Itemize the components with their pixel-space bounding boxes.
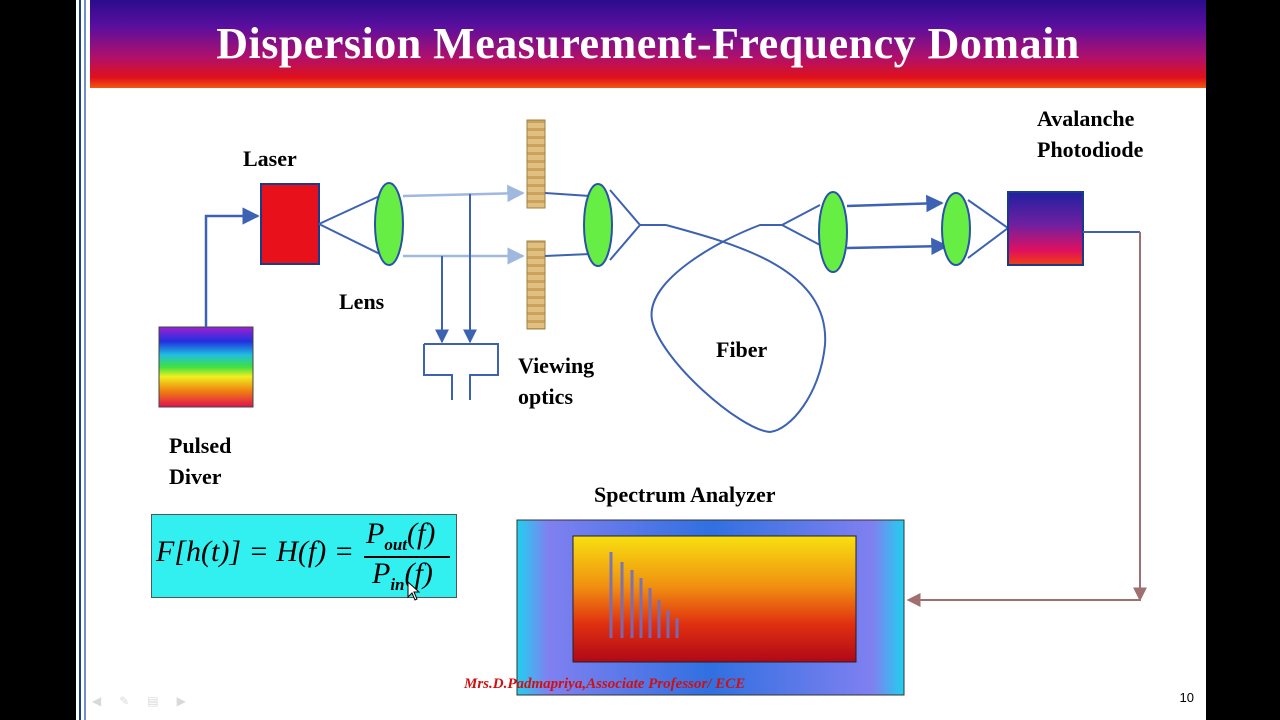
laser-beam-cone [318,193,385,257]
beam-lens3-to-lens4-bottom [846,237,949,256]
next-icon[interactable]: ▶ [176,694,186,708]
driver-to-laser-arrow [204,207,260,327]
laser-label: Laser [243,146,297,171]
prev-icon[interactable]: ◀ [92,694,102,708]
formula-numerator: Pout(f) [366,517,435,555]
lens-1 [374,182,404,266]
lens-2 [583,183,613,267]
beam-to-upper-slit [402,184,525,203]
slit-to-lens2 [544,192,591,257]
laser-block [260,183,320,265]
spectrum-analyzer-screen [572,535,857,663]
spectrum-lines [609,552,679,638]
lens-3 [818,191,848,273]
diagram [158,119,1147,696]
beam-lens3-to-lens4-top [846,194,944,213]
formula-denominator: Pin(f) [372,557,433,595]
denominator-base: P [372,557,391,590]
slit-lower [526,240,546,330]
spectrum-analyzer-label: Spectrum Analyzer [594,482,776,507]
lens3-cone [781,204,821,246]
fiber-loop [650,224,827,434]
slide-title: Dispersion Measurement-Frequency Domain [216,19,1080,68]
viewing-optics-box [423,343,499,400]
fraction-bar [364,556,450,558]
avalanche-photodiode-block [1007,191,1084,266]
title-bar: Dispersion Measurement-Frequency Domain [90,0,1206,88]
lens2-cone [609,189,666,261]
transfer-function-formula: F[h(t)] = H(f) = Pout(f) Pin(f) [151,514,457,601]
numerator-arg: (f) [407,517,436,550]
mouse-cursor-icon [407,581,421,601]
fiber-label: Fiber [716,337,768,362]
menu-icon[interactable]: ▤ [147,694,159,708]
denominator-sub: in [390,575,405,594]
footer-credit: Mrs.D.Padmapriya,Associate Professor/ EC… [464,676,746,692]
lens-label: Lens [339,289,385,314]
numerator-base: P [366,517,385,550]
lens4-cone [967,199,1010,259]
lens-4 [941,192,971,266]
slide: Dispersion Measurement-Frequency Domain [76,0,1206,720]
formula-lhs: F[h(t)] = H(f) = [156,535,354,568]
page-number: 10 [1179,690,1194,705]
photodiode-label: Avalanche Photodiode [1037,106,1144,162]
pulsed-driver-block [158,326,254,408]
slit-upper [526,119,546,209]
feedback-line [906,232,1141,607]
pulsed-driver-label: Pulsed Diver [169,433,232,489]
numerator-sub: out [384,535,408,554]
viewing-optics-label: Viewing optics [518,353,595,409]
slide-left-border [76,0,90,720]
player-controls: ◀ ✎ ▤ ▶ [92,694,186,708]
pen-icon[interactable]: ✎ [119,694,130,708]
